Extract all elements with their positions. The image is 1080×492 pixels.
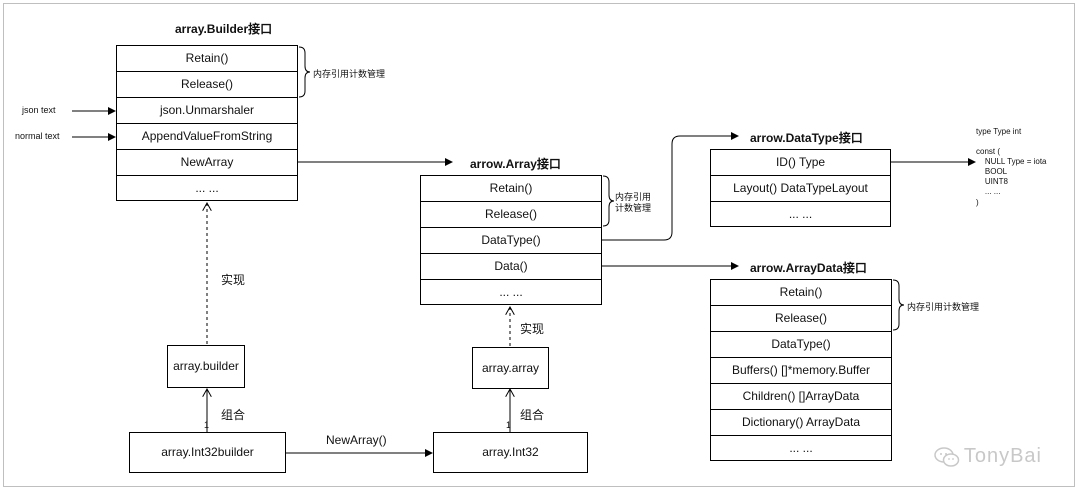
diagram-frame (3, 3, 1075, 487)
newarray-call-label: NewArray() (326, 433, 387, 447)
int32-box: array.Int32 (433, 432, 588, 473)
type-code-line: ) (976, 198, 979, 207)
array-method-row: ... ... (499, 285, 523, 299)
type-code-line: type Type int (976, 127, 1022, 136)
multiplicity-label-mid: 1 (506, 420, 512, 430)
json-input-label: json text (22, 105, 56, 115)
normal-input-label: normal text (15, 131, 60, 141)
array-method-row: Release() (421, 202, 601, 228)
arraydata-method-row: ... ... (789, 441, 813, 455)
builder-interface-title: array.Builder接口 (175, 22, 273, 36)
watermark-text: TonyBai (963, 445, 1042, 467)
builder-mem-brace (298, 46, 311, 98)
datatype-link-arrow (602, 132, 739, 241)
datatype-method-row: ID() Type (711, 150, 890, 176)
array-method-row: DataType() (421, 228, 601, 254)
arraydata-method-row: Buffers() []*memory.Buffer (711, 358, 891, 384)
array-mem-brace (602, 175, 615, 227)
datatype-method-row: ... ... (788, 207, 813, 221)
implements-label-mid: 实现 (520, 322, 545, 336)
array-method-row: Retain() (421, 176, 601, 202)
array-interface-title: arrow.Array接口 (470, 157, 561, 171)
implements-label-left: 实现 (221, 273, 246, 287)
builder-method-row: json.Unmarshaler (117, 98, 297, 124)
wechat-icon (934, 446, 960, 467)
builder-method-row: Retain() (117, 46, 297, 72)
datatype-interface-title: arrow.DataType接口 (750, 131, 863, 145)
type-code-line: UINT8 (976, 177, 1009, 186)
type-code-line: BOOL (976, 167, 1008, 176)
type-code-line: ... ... (976, 187, 1001, 196)
builder-method-row: AppendValueFromString (117, 124, 297, 150)
builder-mem-note: 内存引用计数管理 (313, 69, 386, 79)
multiplicity-label-left: 1 (204, 420, 210, 430)
array-mem-note-line2: 计数管理 (615, 203, 652, 213)
arraydata-method-row: DataType() (711, 332, 891, 358)
arraydata-mem-note: 内存引用计数管理 (907, 302, 980, 312)
watermark: TonyBai (934, 445, 1042, 468)
arraydata-method-row: Retain() (711, 280, 891, 306)
builder-method-row: ... ... (195, 181, 219, 195)
array-builder-box: array.builder (167, 345, 245, 388)
datatype-interface-box: ID() Type Layout() DataTypeLayout ... ..… (710, 149, 891, 227)
type-code-line: NULL Type = iota (976, 157, 1047, 166)
datatype-method-row: Layout() DataTypeLayout (711, 176, 890, 202)
builder-method-row: Release() (117, 72, 297, 98)
builder-method-row: NewArray (117, 150, 297, 176)
arraydata-interface-title: arrow.ArrayData接口 (750, 261, 867, 275)
compose-label-mid: 组合 (520, 408, 545, 422)
int32builder-box: array.Int32builder (129, 432, 286, 473)
builder-interface-box: Retain() Release() json.Unmarshaler Appe… (116, 45, 298, 201)
compose-label-left: 组合 (221, 408, 246, 422)
arraydata-method-row: Release() (711, 306, 891, 332)
arraydata-method-row: Children() []ArrayData (711, 384, 891, 410)
array-array-box: array.array (472, 347, 549, 389)
arraydata-method-row: Dictionary() ArrayData (711, 410, 891, 436)
arraydata-interface-box: Retain() Release() DataType() Buffers() … (710, 279, 892, 461)
array-method-row: Data() (421, 254, 601, 280)
arraydata-mem-brace (892, 279, 905, 331)
array-mem-note-line1: 内存引用 (615, 192, 652, 202)
type-code-line: const ( (976, 147, 1001, 156)
array-interface-box: Retain() Release() DataType() Data() ...… (420, 175, 602, 305)
